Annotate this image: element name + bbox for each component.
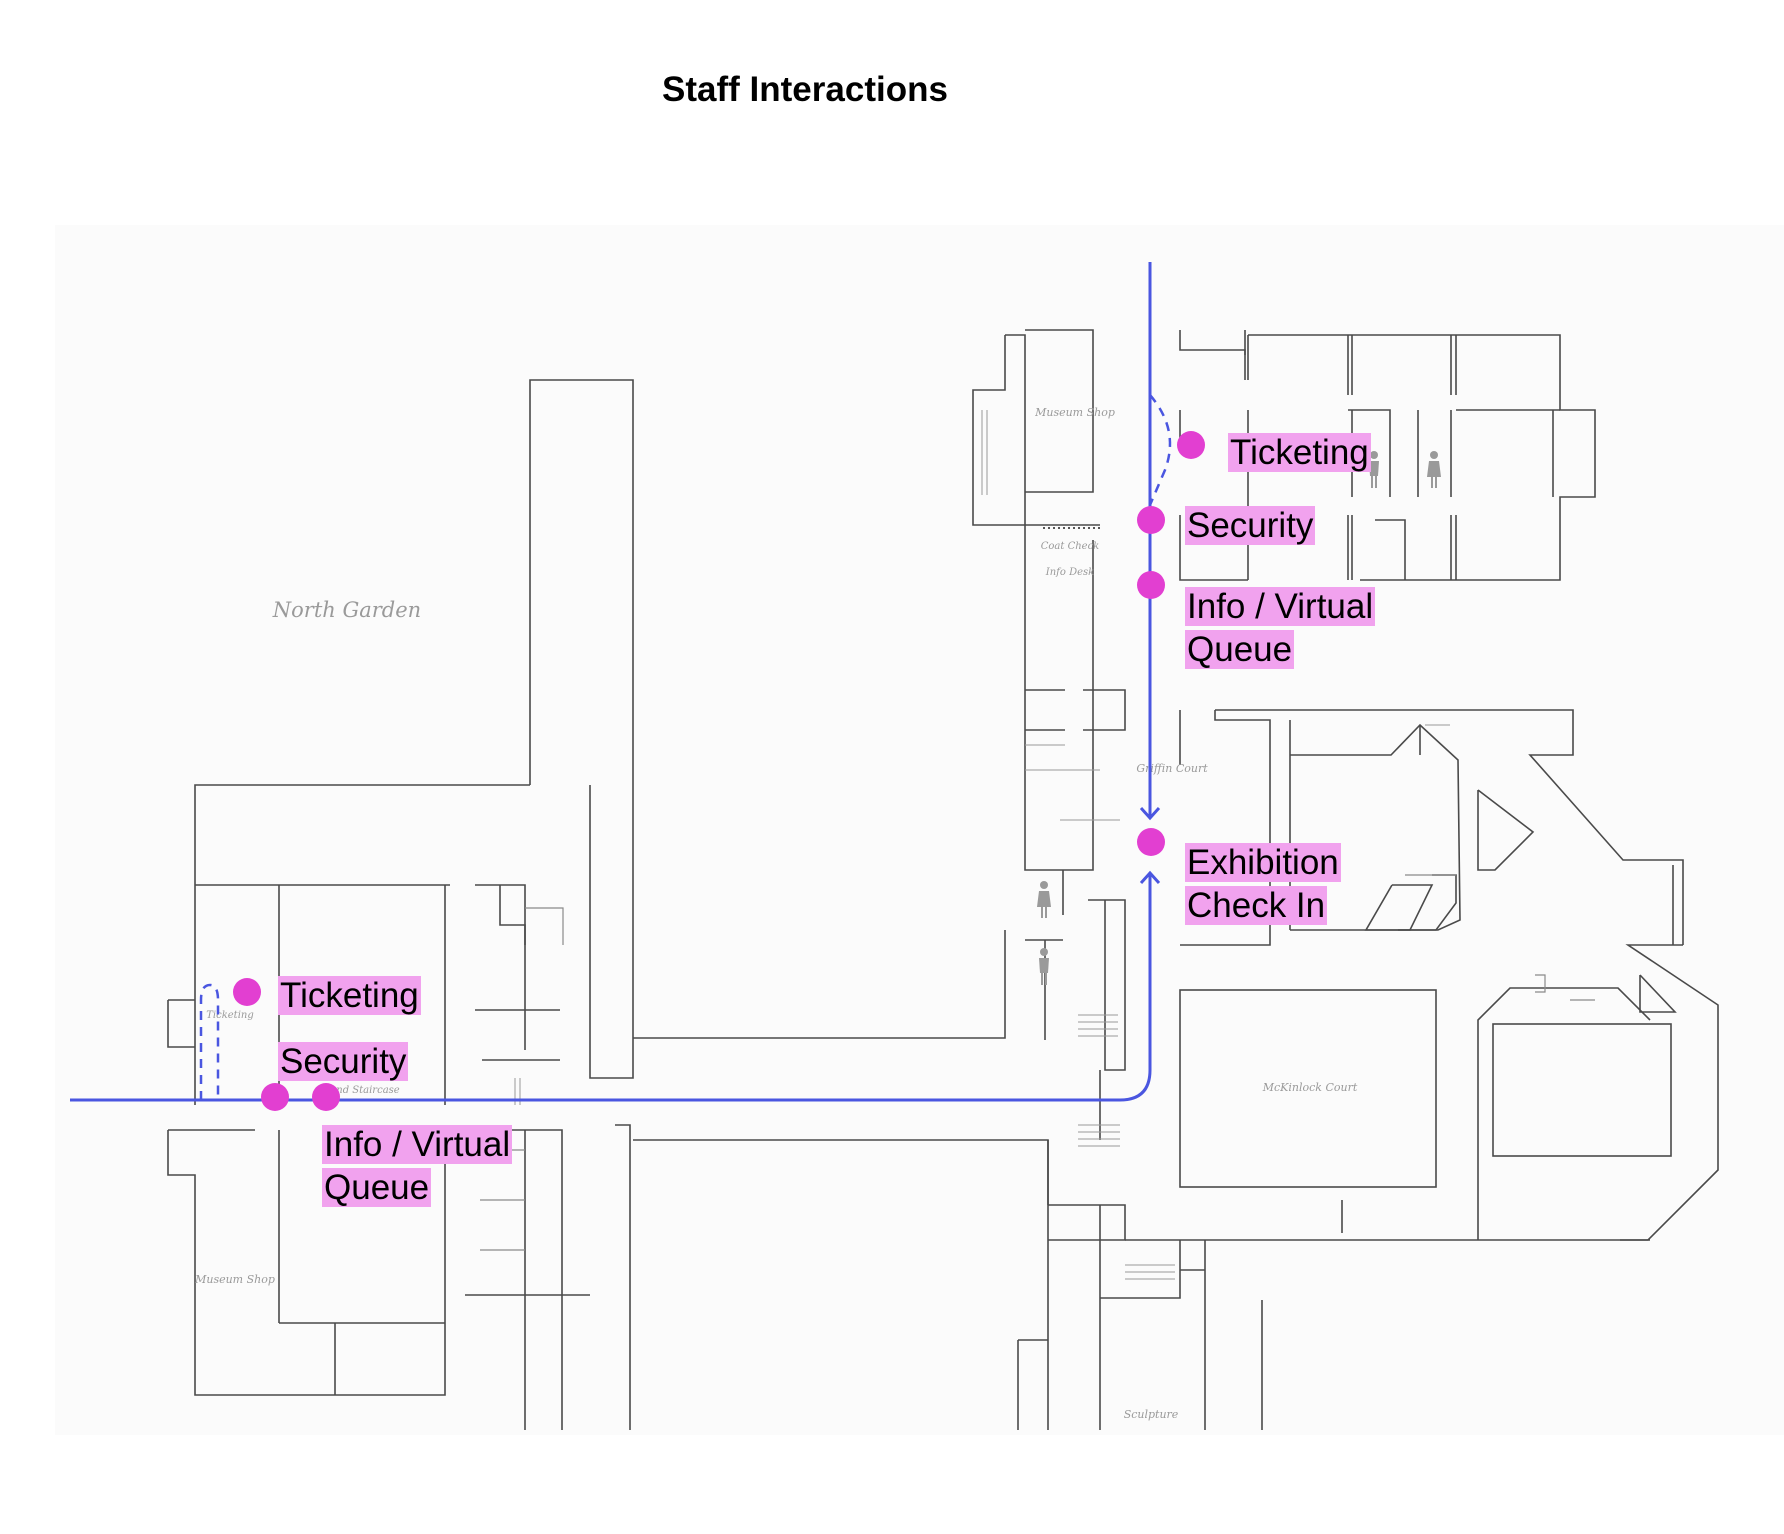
restroom-icon — [1037, 881, 1051, 918]
callout-east-info: Info / Virtual Queue — [1185, 587, 1376, 669]
marker-dot-icon[interactable] — [1177, 431, 1205, 459]
room-label-mckinlock-court: McKinlock Court — [1262, 1081, 1358, 1094]
restroom-icon — [1427, 451, 1441, 488]
route-west-to-exhibition — [70, 875, 1152, 1102]
map-background — [55, 225, 1784, 1435]
room-label-north-garden: North Garden — [272, 598, 421, 622]
callout-west-ticketing: Ticketing — [278, 976, 421, 1015]
route-arrow-icon — [1139, 806, 1161, 885]
marker-dot-icon[interactable] — [312, 1083, 340, 1111]
room-label-griffin-court: Griffin Court — [1136, 762, 1208, 775]
room-label-info-desk: Info Desk — [1045, 567, 1094, 578]
room-label-museum-shop-east: Museum Shop — [1034, 406, 1115, 419]
marker-dot-icon[interactable] — [1137, 571, 1165, 599]
west-wing-walls — [167, 379, 1049, 1430]
ticketing-detour — [199, 394, 1172, 1100]
callout-west-security: Security — [278, 1042, 409, 1081]
callout-west-info: Info / Virtual Queue — [322, 1125, 513, 1207]
marker-dot-icon[interactable] — [1137, 828, 1165, 856]
callout-east-ticketing: Ticketing — [1228, 433, 1371, 472]
restroom-icon — [1369, 451, 1379, 488]
visitor-route — [70, 262, 1152, 1102]
room-label-coat-check: Coat Check — [1041, 541, 1100, 552]
marker-dot-icon[interactable] — [233, 978, 261, 1006]
room-label-ticketing-small: Ticketing — [206, 1010, 254, 1021]
callout-exhibition-check-in: Exhibition Check In — [1185, 843, 1341, 925]
east-wing-walls — [972, 329, 1719, 1430]
room-label-grand-staircase: and Staircase — [330, 1085, 399, 1096]
marker-dot-icon[interactable] — [261, 1083, 289, 1111]
room-label-museum-shop-west: Museum Shop — [194, 1273, 275, 1286]
restroom-icon — [1039, 948, 1049, 985]
page-title: Staff Interactions — [662, 70, 948, 109]
room-label-sculpture: Sculpture — [1124, 1408, 1179, 1421]
marker-dot-icon[interactable] — [1137, 506, 1165, 534]
callout-east-security: Security — [1185, 506, 1316, 545]
